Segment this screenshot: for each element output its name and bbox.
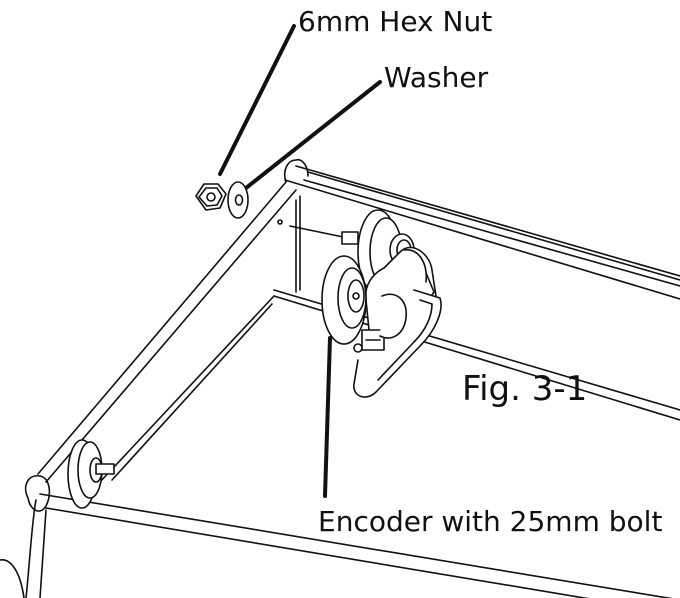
leader-lines: [218, 24, 382, 498]
bottom-rail: [0, 475, 673, 598]
hex-nut-part: [195, 183, 227, 211]
top-rail: [283, 158, 680, 300]
encoder-part: [353, 246, 442, 398]
left-rail: [37, 181, 297, 483]
hex-nut-label: 6mm Hex Nut: [298, 5, 493, 38]
encoder-label: Encoder with 25mm bolt: [318, 505, 663, 538]
front-left-pulley: [67, 439, 115, 509]
encoder-wheel: [321, 255, 367, 345]
leader-encoder: [323, 336, 332, 498]
washer-part: [227, 181, 249, 219]
leader-hex-nut: [218, 24, 296, 176]
leader-washer: [244, 80, 382, 190]
figure-number: Fig. 3-1: [462, 369, 588, 409]
washer-label: Washer: [384, 61, 489, 94]
